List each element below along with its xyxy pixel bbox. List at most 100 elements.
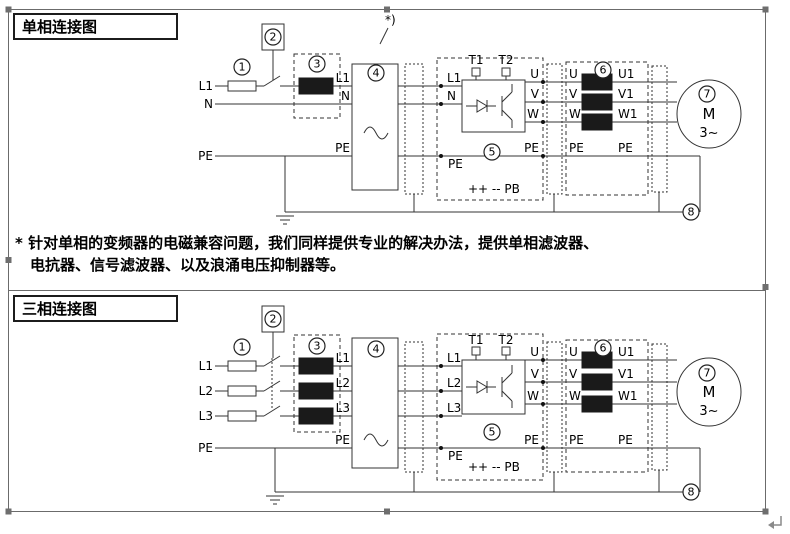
cable-shield: [651, 343, 668, 471]
filter-choke: [581, 373, 613, 391]
inverter-label-l1: L1: [447, 351, 461, 365]
filter-label-w1: W1: [618, 389, 638, 403]
selection-handle: [384, 508, 390, 515]
inverter-label-v: V: [531, 367, 540, 381]
three-phase-title: 三相连接图: [13, 295, 178, 322]
three-phase-diagram: L1 L2 L3 PE L1 L2 L3 PE L1 L2 L3 PE T1 T…: [198, 305, 742, 505]
terminal-dots: [439, 358, 545, 450]
filter-label-v: V: [569, 87, 578, 101]
selection-handle: [762, 284, 769, 290]
svg-text:3: 3: [314, 58, 321, 71]
dc-bus-label: ++ -- PB: [468, 460, 520, 474]
terminal-label-t2: T2: [498, 333, 514, 347]
svg-text:4: 4: [373, 343, 380, 356]
reactor-coil-symbol: [363, 433, 389, 447]
selection-handle: [5, 6, 12, 13]
filter-label-u1: U1: [618, 345, 634, 359]
motor: [676, 357, 742, 427]
inverter-label-v: V: [531, 87, 540, 101]
emc-note-line1: * 针对单相的变频器的电磁兼容问题，我们同样提供专业的解决办法，提供单相滤波器、: [15, 234, 599, 252]
terminal-dots: [439, 80, 545, 158]
selection-handle: [5, 508, 12, 515]
filter-choke: [298, 407, 334, 425]
inverter-label-n: N: [447, 89, 456, 103]
filter-label-v1: V1: [618, 367, 634, 381]
svg-text:8: 8: [688, 486, 695, 499]
terminal-label-t2: T2: [498, 53, 514, 67]
input-label-pe: PE: [198, 149, 213, 163]
t2-terminal: [501, 346, 511, 356]
inverter-label-l2: L2: [447, 376, 461, 390]
reactor-label-l1: L1: [336, 71, 350, 85]
selection-handle: [5, 257, 12, 263]
ground-symbol: [276, 215, 294, 225]
svg-text:1: 1: [239, 341, 246, 354]
motor-phases: 3~: [699, 404, 718, 419]
filter-label-pe: PE: [569, 141, 584, 155]
input-label-l1: L1: [199, 359, 213, 373]
dc-bus-label: ++ -- PB: [468, 182, 520, 196]
cable-shield: [651, 65, 668, 193]
cable-shield: [546, 341, 563, 473]
single-phase-title: 单相连接图: [13, 13, 178, 40]
marker-4: 4: [367, 64, 385, 82]
cable-shield: [404, 63, 424, 195]
rectifier-igbt-symbol: [466, 365, 513, 408]
reactor-label-pe: PE: [335, 141, 350, 155]
reactor-coil-symbol: [363, 126, 389, 140]
terminal-label-t1: T1: [468, 333, 484, 347]
filter-choke: [581, 395, 613, 413]
svg-text:7: 7: [704, 88, 711, 101]
motor-letter: M: [703, 105, 716, 123]
marker-2: 2: [264, 28, 282, 46]
inverter-label-pe-out: PE: [524, 141, 539, 155]
emc-note: * 针对单相的变频器的电磁兼容问题，我们同样提供专业的解决办法，提供单相滤波器、…: [15, 232, 773, 276]
t1-terminal: [471, 67, 481, 77]
motor: [676, 79, 742, 149]
marker-5: 5: [483, 143, 501, 161]
marker-6: 6: [594, 339, 612, 357]
marker-6: 6: [594, 61, 612, 79]
selection-handle: [762, 508, 769, 515]
line-reactor-box: [351, 63, 399, 191]
selection-handle: [762, 6, 769, 13]
reactor-label-l1: L1: [336, 351, 350, 365]
t2-terminal: [501, 67, 511, 77]
input-filter-box: [293, 53, 341, 119]
svg-text:5: 5: [489, 146, 496, 159]
inverter-label-w: W: [527, 389, 539, 403]
filter-label-u: U: [569, 345, 578, 359]
input-label-n: N: [204, 97, 213, 111]
motor-letter: M: [703, 383, 716, 401]
selection-handles[interactable]: [5, 6, 769, 515]
marker-1: 1: [233, 338, 251, 356]
svg-text:1: 1: [239, 61, 246, 74]
svg-text:4: 4: [373, 67, 380, 80]
terminal-label-t1: T1: [468, 53, 484, 67]
filter-label-u1: U1: [618, 67, 634, 81]
cable-shield: [546, 63, 563, 195]
filter-label-w: W: [569, 389, 581, 403]
layout-anchor-icon: [768, 516, 782, 529]
svg-text:6: 6: [600, 64, 607, 77]
filter-label-v: V: [569, 367, 578, 381]
selection-handle: [384, 6, 390, 13]
filter-label-pe-out: PE: [618, 433, 633, 447]
wiring: [215, 332, 701, 493]
filter-label-w: W: [569, 107, 581, 121]
inverter-label-pe: PE: [448, 449, 463, 463]
filter-label-pe-out: PE: [618, 141, 633, 155]
svg-text:8: 8: [688, 206, 695, 219]
fuse: [227, 80, 257, 92]
line-reactor-box: [351, 337, 399, 469]
fuse: [227, 385, 257, 397]
inverter-label-l1: L1: [447, 71, 461, 85]
filter-choke: [298, 357, 334, 375]
inverter-label-pe-out: PE: [524, 433, 539, 447]
reactor-label-l3: L3: [336, 401, 350, 415]
filter-choke: [581, 113, 613, 131]
marker-3: 3: [308, 55, 326, 73]
input-label-l3: L3: [199, 409, 213, 423]
marker-8: 8: [682, 483, 700, 501]
